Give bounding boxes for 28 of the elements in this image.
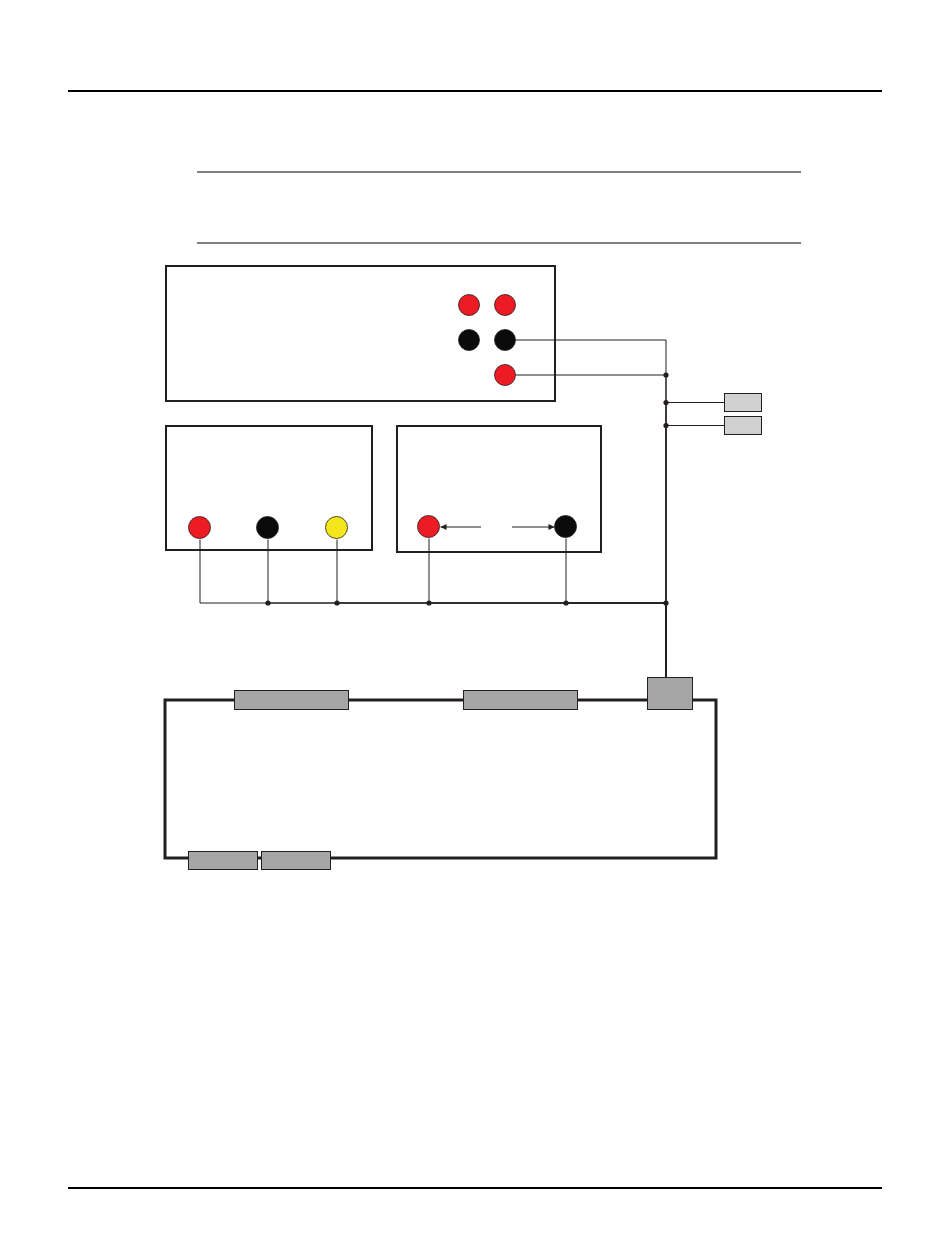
terminal-jack xyxy=(256,516,279,539)
terminal-jack xyxy=(493,328,516,351)
wire xyxy=(578,698,647,702)
arrow xyxy=(440,524,482,530)
wire xyxy=(331,698,718,860)
connector-block xyxy=(724,416,762,435)
wire xyxy=(258,856,261,860)
component-bar xyxy=(261,851,331,870)
connector-block xyxy=(724,393,762,412)
terminal-jack xyxy=(493,363,516,386)
instrument-panel xyxy=(165,425,373,551)
terminal-jack xyxy=(188,516,211,539)
junction-block xyxy=(647,677,693,710)
wire xyxy=(163,698,234,860)
terminal-jack xyxy=(457,293,480,316)
wire xyxy=(349,698,463,702)
terminal-jack xyxy=(325,516,348,539)
terminal-jack xyxy=(493,293,516,316)
instrument-panel xyxy=(165,265,556,402)
component-bar xyxy=(234,690,349,710)
component-bar xyxy=(463,690,578,710)
wire xyxy=(565,538,667,678)
terminal-jack xyxy=(457,328,480,351)
terminal-jack xyxy=(554,515,577,538)
component-bar xyxy=(188,851,258,870)
terminal-jack xyxy=(417,515,440,538)
instrument-panel xyxy=(396,425,602,553)
arrow xyxy=(511,524,555,530)
